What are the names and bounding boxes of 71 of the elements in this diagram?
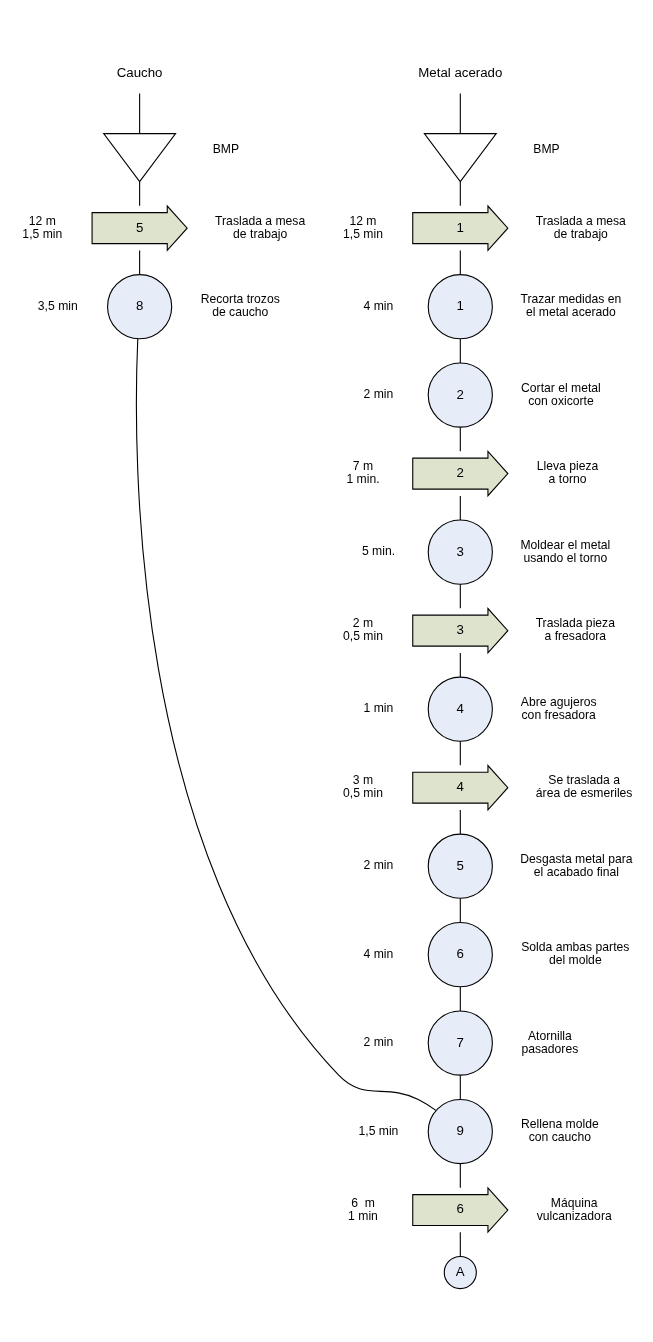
node-label: Moldear el metal usando el torno [520, 537, 611, 565]
connector [139, 92, 141, 134]
connector [139, 181, 141, 207]
node-label: Lleva pieza a torno [536, 459, 599, 487]
node-label: 7 m [352, 459, 374, 474]
node-label: 3 m [352, 773, 374, 788]
connector [459, 652, 461, 678]
node-circle: 5 [427, 833, 493, 899]
node-label: 6 m [351, 1195, 375, 1210]
node-label: Traslada a mesa de trabajo [215, 213, 306, 241]
node-label: Traslada pieza a fresadora [535, 616, 615, 644]
node-label: Rellena molde con caucho [520, 1117, 599, 1145]
node-circle: 6 [427, 922, 493, 988]
node-label: 1,5 min [22, 226, 63, 241]
node-triangle [102, 133, 177, 183]
node-label: Desgasta metal para el acabado final [520, 851, 633, 879]
node-label: Abre agujeros con fresadora [520, 694, 597, 722]
node-circle: 3 [427, 519, 493, 585]
node-label: 1 min [348, 1208, 378, 1223]
connector [459, 1074, 461, 1100]
node-label: 4 min [363, 298, 394, 313]
node-label: 3,5 min [37, 298, 78, 313]
node-label: 2 m [352, 616, 374, 631]
connector [459, 809, 461, 835]
connector [459, 1231, 461, 1257]
connector [459, 740, 461, 766]
node-label: Recorta trozos de caucho [200, 292, 280, 320]
node-label: Traslada a mesa de trabajo [535, 213, 626, 241]
connector [459, 92, 461, 134]
node-text: Caucho [116, 64, 163, 80]
connector [459, 897, 461, 923]
node-label: Se traslada a área de esmeriles [535, 773, 633, 801]
node-label: 4 min [363, 946, 394, 961]
node-label: Máquina vulcanizadora [536, 1195, 612, 1223]
node-label: 5 min. [361, 544, 396, 559]
node-circle: 4 [427, 676, 493, 742]
node-label: 1,5 min [343, 226, 383, 241]
node-label: 12 m [28, 213, 56, 228]
node-label: 1,5 min [358, 1123, 399, 1138]
node-label: 12 m [349, 213, 377, 228]
connector [459, 249, 461, 275]
node-label: Cortar el metal con oxicorte [521, 380, 601, 408]
node-text: Metal acerado [418, 64, 503, 80]
node-circle: A [443, 1255, 477, 1290]
node-circle: 7 [427, 1010, 493, 1076]
connector [459, 1163, 461, 1189]
node-circle: 8 [107, 274, 173, 340]
node-circle: 2 [427, 362, 493, 428]
node-circle: 1 [427, 274, 493, 340]
node-label: 2 min [363, 858, 394, 873]
node-circle: 9 [427, 1098, 493, 1165]
node-label: 1 min. [346, 472, 380, 487]
node-label: 2 min [363, 1035, 394, 1050]
connector [459, 338, 461, 364]
node-label: 0,5 min [343, 786, 383, 801]
node-label: Atornilla pasadores [521, 1028, 579, 1056]
connector [459, 181, 461, 207]
node-label: 2 min [363, 387, 394, 402]
connector [459, 495, 461, 521]
connector [459, 583, 461, 609]
connector [459, 426, 461, 452]
connector [139, 249, 141, 275]
node-label: Solda ambas partes del molde [521, 940, 630, 968]
node-label: BMP [212, 141, 240, 156]
node-label: 1 min [363, 701, 394, 716]
node-label: BMP [533, 141, 560, 156]
connector [135, 338, 437, 1111]
connector [459, 986, 461, 1012]
node-triangle [423, 133, 498, 183]
node-label: 0,5 min [343, 629, 383, 644]
node-label: Trazar medidas en el metal acerado [520, 292, 622, 320]
